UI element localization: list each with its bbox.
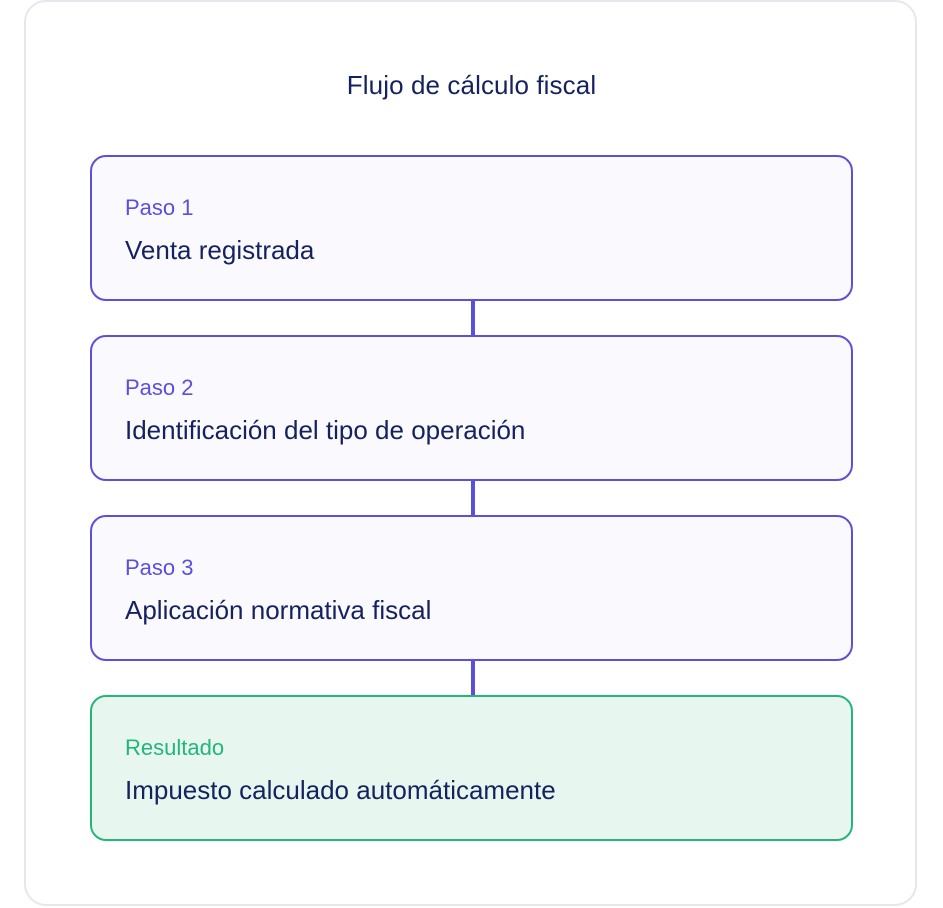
step-2-box: Paso 2 Identificación del tipo de operac…: [90, 335, 853, 481]
step-1-box: Paso 1 Venta registrada: [90, 155, 853, 301]
step-3-label: Paso 3: [125, 555, 194, 580]
connector-3-result: [471, 661, 475, 695]
step-2-label: Paso 2: [125, 375, 194, 400]
result-text: Impuesto calculado automáticamente: [125, 775, 556, 805]
connector-1-2: [471, 301, 475, 335]
step-3-box: Paso 3 Aplicación normativa fiscal: [90, 515, 853, 661]
result-label: Resultado: [125, 735, 225, 760]
result-box: Resultado Impuesto calculado automáticam…: [90, 695, 853, 841]
connector-2-3: [471, 481, 475, 515]
step-1-text: Venta registrada: [125, 235, 315, 265]
step-2-text: Identificación del tipo de operación: [125, 415, 526, 445]
step-1-label: Paso 1: [125, 195, 194, 220]
diagram-title: Flujo de cálculo fiscal: [346, 70, 597, 100]
step-3-text: Aplicación normativa fiscal: [125, 595, 432, 625]
